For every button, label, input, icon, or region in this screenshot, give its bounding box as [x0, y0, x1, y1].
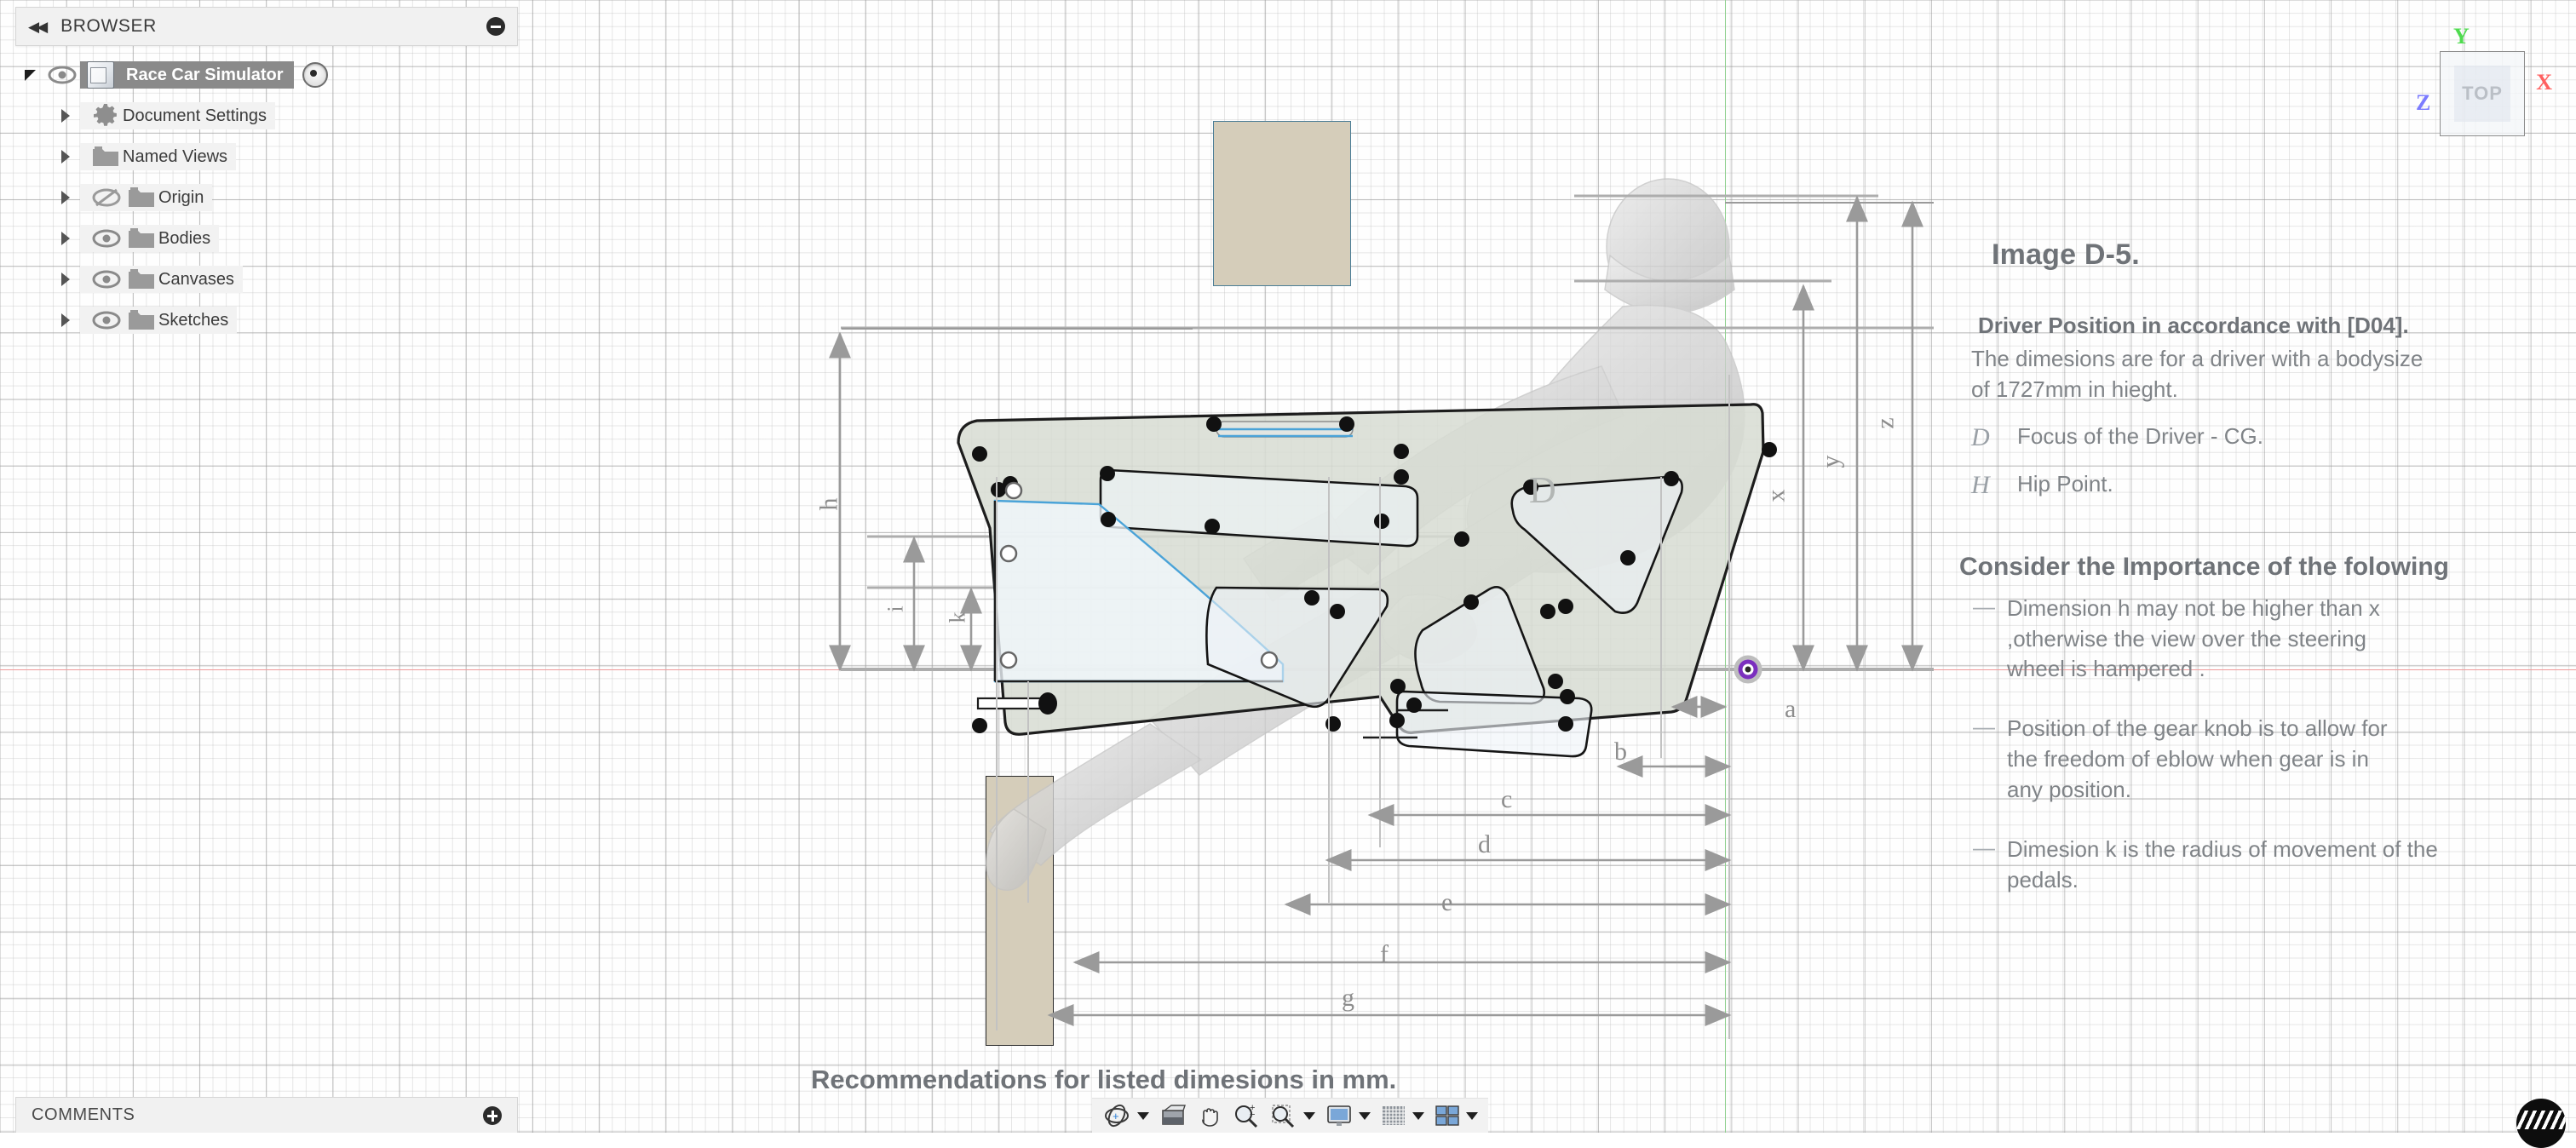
- radio-active-icon[interactable]: [302, 62, 328, 88]
- bullet-dash-3: —: [1973, 834, 1995, 860]
- notes-footer: Recommendations for listed dimesions in …: [811, 1065, 1397, 1094]
- document-cube-icon: [83, 61, 118, 89]
- notes-section-heading: Consider the Importance of the folowing: [1959, 552, 2450, 581]
- pan-tool[interactable]: [1192, 1099, 1228, 1133]
- zoom-tool[interactable]: + −: [1228, 1099, 1265, 1133]
- twisty-closed-icon[interactable]: [51, 150, 80, 164]
- bullet-dash-1: —: [1973, 593, 1995, 619]
- legend-row-h: H Hip Point.: [1971, 471, 2576, 500]
- collapse-left-icon[interactable]: ◀◀: [28, 18, 48, 35]
- eye-visible-icon[interactable]: [89, 270, 124, 289]
- tree-row-root[interactable]: Race Car Simulator: [15, 55, 518, 95]
- axis-label-x: X: [2536, 70, 2552, 95]
- notes-panel: Image D-5. Driver Position in accordance…: [1959, 238, 2576, 925]
- twisty-closed-icon[interactable]: [51, 232, 80, 245]
- eye-visible-icon[interactable]: [44, 66, 80, 84]
- axis-label-z: Z: [2416, 90, 2431, 115]
- sidebar-label-named-views: Named Views: [123, 146, 228, 166]
- display-settings[interactable]: [1320, 1099, 1376, 1133]
- svg-text:+: +: [1113, 1110, 1119, 1122]
- bullet-text-3: Dimesion k is the radius of movement of …: [2007, 835, 2438, 896]
- notes-title: Image D-5.: [1992, 238, 2140, 271]
- bullet-2-line-2: the freedom of eblow when gear is in: [2007, 746, 2369, 772]
- twisty-closed-icon[interactable]: [51, 313, 80, 327]
- bullet-text-2: Position of the gear knob is to allow fo…: [2007, 714, 2388, 806]
- minimize-icon[interactable]: [486, 17, 505, 36]
- folder-icon: [124, 309, 158, 331]
- browser-header: ◀◀ BROWSER: [15, 7, 518, 46]
- axis-label-y: Y: [2453, 24, 2470, 49]
- sidebar-label-sketches: Sketches: [158, 310, 229, 330]
- folder-icon: [124, 227, 158, 250]
- orbit-tool[interactable]: +: [1097, 1099, 1154, 1133]
- notes-subtitle: Driver Position in accordance with [D04]…: [1978, 313, 2409, 338]
- twisty-closed-icon[interactable]: [51, 273, 80, 286]
- browser-panel[interactable]: ◀◀ BROWSER Race Car Simulator: [15, 7, 518, 341]
- bullet-3-line-1: Dimesion k is the radius of movement of …: [2007, 835, 2438, 862]
- sidebar-label-canvases: Canvases: [158, 269, 234, 289]
- legend-definition-h: Hip Point.: [2017, 470, 2113, 497]
- sidebar-item-bodies[interactable]: Bodies: [15, 218, 518, 259]
- bullet-3-line-2: pedals.: [2007, 866, 2079, 893]
- bullet-1-line-1: Dimension h may not be higher than x: [2007, 594, 2380, 621]
- viewports[interactable]: [1429, 1099, 1483, 1133]
- eye-visible-icon[interactable]: [89, 229, 124, 248]
- sidebar-item-document-settings[interactable]: Document Settings: [15, 95, 518, 136]
- chevron-down-icon[interactable]: [1303, 1111, 1315, 1120]
- bullet-1-line-3: wheel is hampered .: [2007, 656, 2205, 682]
- view-cube-face-label: TOP: [2462, 83, 2503, 104]
- svg-text:+: +: [1250, 1103, 1255, 1113]
- eye-hidden-icon[interactable]: [89, 188, 124, 207]
- bullet-dash-2: —: [1973, 714, 1995, 740]
- gear-icon: [89, 103, 123, 129]
- sidebar-label-bodies: Bodies: [158, 228, 211, 248]
- notes-bullet-2: — Position of the gear knob is to allow …: [1959, 714, 2576, 806]
- folder-icon: [124, 268, 158, 290]
- bullet-1-line-2: ,otherwise the view over the steering: [2007, 625, 2366, 651]
- sidebar-item-canvases[interactable]: Canvases: [15, 259, 518, 300]
- sidebar-item-origin[interactable]: Origin: [15, 177, 518, 218]
- root-document-label: Race Car Simulator: [126, 65, 284, 84]
- svg-text:−: −: [1250, 1110, 1255, 1120]
- selected-root-chip[interactable]: Race Car Simulator: [80, 61, 294, 89]
- bullet-2-line-3: any position.: [2007, 777, 2131, 802]
- navigation-toolbar[interactable]: + + −: [1092, 1098, 1488, 1133]
- legend-symbol-h: H: [1971, 470, 1990, 499]
- y-axis-line: [1725, 0, 1726, 1133]
- grid-snaps[interactable]: [1376, 1099, 1429, 1133]
- sidebar-label-origin: Origin: [158, 187, 204, 207]
- twisty-closed-icon[interactable]: [51, 191, 80, 204]
- legend-row-d: D Focus of the Driver - CG.: [1971, 423, 2576, 452]
- notes-bullet-1: — Dimension h may not be higher than x ,…: [1959, 594, 2576, 686]
- chevron-down-icon[interactable]: [1359, 1111, 1371, 1120]
- add-comment-icon[interactable]: [483, 1105, 502, 1125]
- bullet-2-line-1: Position of the gear knob is to allow fo…: [2007, 715, 2388, 742]
- view-cube[interactable]: Y X Z TOP: [2411, 17, 2556, 162]
- chevron-down-icon[interactable]: [1466, 1111, 1478, 1120]
- eye-visible-icon[interactable]: [89, 311, 124, 330]
- twisty-closed-icon[interactable]: [51, 109, 80, 123]
- look-at-tool[interactable]: [1154, 1099, 1192, 1133]
- sidebar-item-sketches[interactable]: Sketches: [15, 300, 518, 341]
- comments-title: COMMENTS: [32, 1105, 135, 1124]
- notes-body-line-2: of 1727mm in hieght.: [1971, 376, 2178, 403]
- legend-definition-d: Focus of the Driver - CG.: [2017, 422, 2263, 449]
- sidebar-item-named-views[interactable]: Named Views: [15, 136, 518, 177]
- chevron-down-icon[interactable]: [1412, 1111, 1424, 1120]
- notes-body-line-1: The dimesions are for a driver with a bo…: [1971, 346, 2424, 371]
- view-cube-top-face[interactable]: TOP: [2440, 51, 2525, 136]
- zoom-window-tool[interactable]: [1265, 1099, 1320, 1133]
- browser-title: BROWSER: [60, 16, 157, 36]
- notes-bullet-3: — Dimesion k is the radius of movement o…: [1959, 835, 2576, 896]
- browser-tree[interactable]: Race Car Simulator Document Settings: [15, 55, 518, 341]
- chevron-down-icon[interactable]: [1137, 1111, 1149, 1120]
- legend-symbol-d: D: [1971, 422, 1990, 451]
- twisty-open-icon[interactable]: [15, 69, 44, 81]
- bullet-text-1: Dimension h may not be higher than x ,ot…: [2007, 594, 2380, 686]
- app-logo-badge: [2516, 1099, 2566, 1148]
- folder-icon: [89, 146, 123, 168]
- comments-panel[interactable]: COMMENTS: [15, 1097, 518, 1133]
- sidebar-label-document-settings: Document Settings: [123, 106, 267, 125]
- folder-icon: [124, 187, 158, 209]
